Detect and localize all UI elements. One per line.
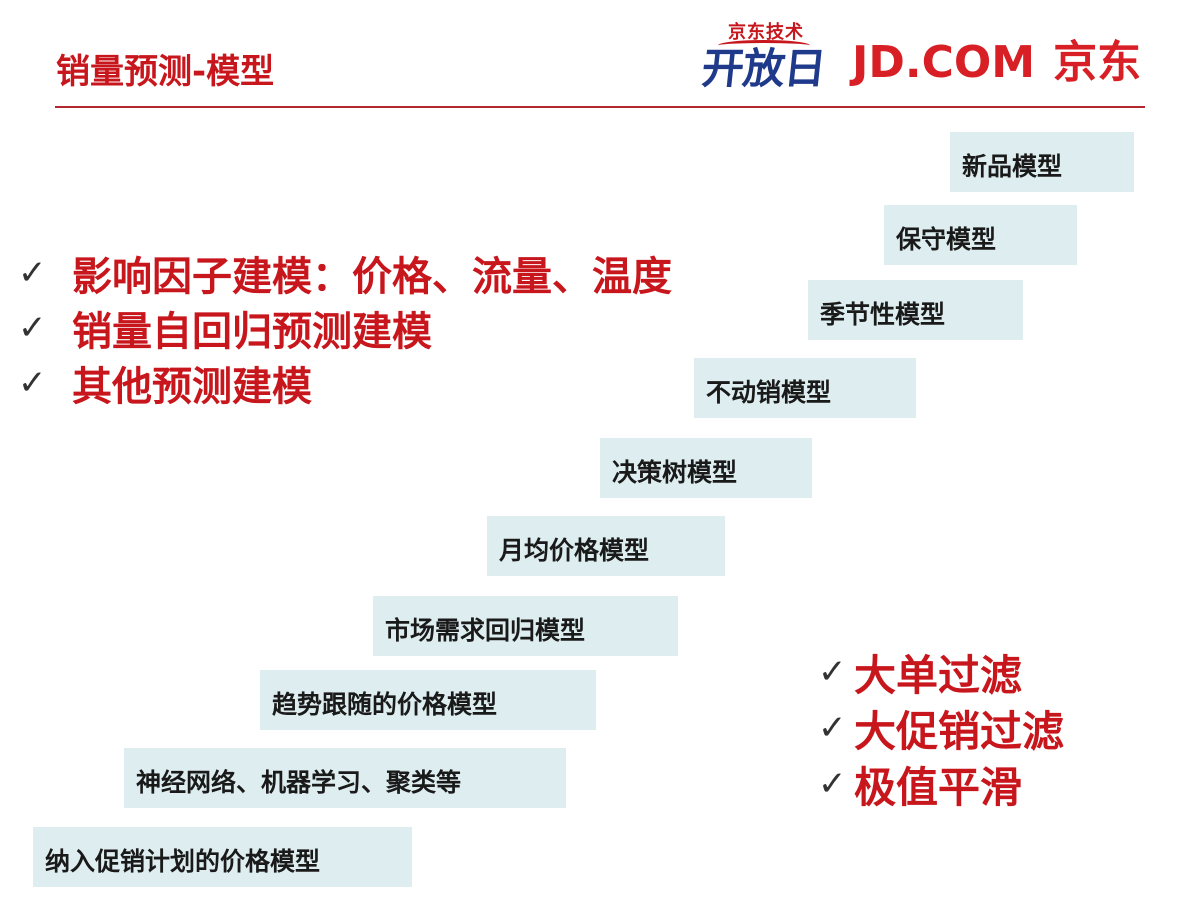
filter-list: ✓ 大单过滤 ✓ 大促销过滤 ✓ 极值平滑 [818, 644, 1064, 812]
bullet-item: ✓ 其他预测建模 [18, 355, 672, 410]
kaifangri-logo: 京东技术 开放日 [699, 18, 830, 93]
header-divider [55, 106, 1145, 108]
step-decision-tree-model: 决策树模型 [600, 438, 812, 498]
step-new-product-model: 新品模型 [950, 132, 1134, 192]
check-icon: ✓ [818, 652, 847, 692]
filter-item: ✓ 大单过滤 [818, 644, 1064, 700]
check-icon: ✓ [18, 307, 47, 348]
step-non-moving-model: 不动销模型 [694, 358, 916, 418]
step-monthly-price-model: 月均价格模型 [487, 516, 725, 576]
step-ml-models: 神经网络、机器学习、聚类等 [124, 748, 566, 808]
logo-main-text: 开放日 [699, 44, 828, 93]
bullet-list: ✓ 影响因子建模：价格、流量、温度 ✓ 销量自回归预测建模 ✓ 其他预测建模 [18, 245, 672, 410]
jd-logo-cn: 京东 [1053, 37, 1142, 88]
logo-swoosh [718, 40, 810, 51]
check-icon: ✓ [18, 362, 47, 403]
filter-text: 大促销过滤 [854, 706, 1065, 756]
bullet-item: ✓ 影响因子建模：价格、流量、温度 [18, 245, 672, 300]
filter-text: 极值平滑 [854, 762, 1023, 812]
page-title: 销量预测-模型 [56, 52, 275, 92]
step-market-demand-model: 市场需求回归模型 [373, 596, 678, 656]
check-icon: ✓ [818, 708, 847, 748]
step-seasonal-model: 季节性模型 [808, 280, 1023, 340]
bullet-text: 其他预测建模 [72, 363, 312, 410]
logo-top-text: 京东技术 [728, 22, 804, 43]
bullet-text: 影响因子建模：价格、流量、温度 [72, 253, 672, 300]
check-icon: ✓ [18, 252, 47, 293]
filter-item: ✓ 大促销过滤 [818, 700, 1064, 756]
step-conservative-model: 保守模型 [884, 205, 1077, 265]
step-trend-price-model: 趋势跟随的价格模型 [260, 670, 596, 730]
bullet-item: ✓ 销量自回归预测建模 [18, 300, 672, 355]
jd-logo-latin: JD.COM [852, 37, 1036, 88]
bullet-text: 销量自回归预测建模 [72, 308, 432, 355]
check-icon: ✓ [818, 764, 847, 804]
step-promotion-price-model: 纳入促销计划的价格模型 [33, 827, 412, 887]
filter-item: ✓ 极值平滑 [818, 756, 1064, 812]
jd-logo: JD.COM 京东 [852, 38, 1141, 88]
filter-text: 大单过滤 [854, 650, 1023, 700]
